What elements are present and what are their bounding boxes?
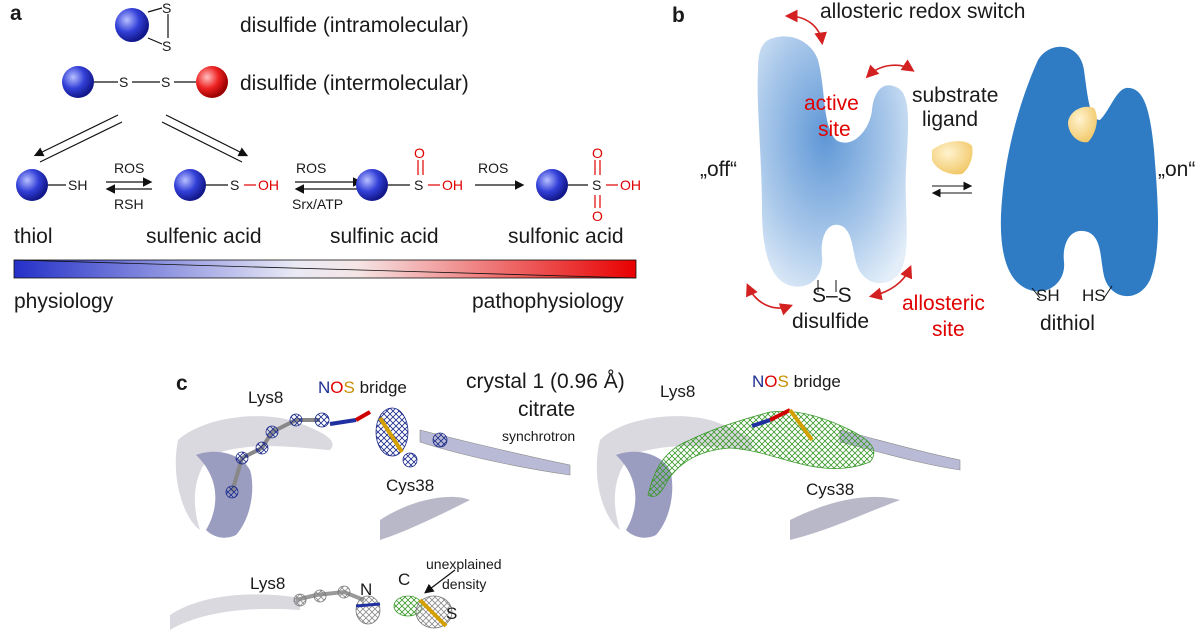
sulfonic-o-bottom: O (592, 208, 603, 224)
label-unexplained: unexplained (426, 556, 502, 572)
label-cys38-left: Cys38 (386, 476, 435, 495)
sulfonic-sphere (536, 169, 568, 201)
label-active: active (804, 92, 859, 115)
intra-s-bottom: S (162, 38, 172, 54)
label-citrate: citrate (518, 398, 576, 421)
ligand-free (932, 141, 973, 175)
label-sh: SH (1036, 286, 1060, 305)
protein-on-shape (1000, 46, 1158, 297)
ribbon-bottom (170, 594, 300, 630)
inter-sphere-blue (62, 66, 94, 98)
label-substrate: substrate (912, 84, 999, 107)
label-sulfonic-acid: sulfonic acid (508, 225, 624, 248)
intra-sphere (115, 8, 149, 42)
label-thiol: thiol (14, 225, 53, 248)
label-physiology: physiology (14, 290, 114, 313)
label-nos-bridge-left: NOS bridge (318, 378, 407, 397)
thiol-sphere (16, 169, 48, 201)
inter-s-2: S (161, 74, 171, 90)
label-sulfinic-acid: sulfinic acid (330, 225, 439, 248)
sulfenic-sphere (174, 169, 206, 201)
label-allosteric-redox-switch: allosteric redox switch (820, 0, 1026, 23)
sulfenic-s: S (230, 177, 240, 193)
sulfinic-o: O (414, 145, 425, 161)
panel-label-b: b (672, 4, 685, 27)
sulfenic-oh: OH (258, 177, 279, 193)
sulfinic-s: S (414, 177, 424, 193)
sulfinic-oh: OH (442, 177, 463, 193)
panel-label-a: a (10, 2, 22, 25)
label-n-bottom: N (360, 580, 373, 599)
label-cys38-right: Cys38 (806, 480, 855, 499)
label-off: „off“ (700, 158, 737, 181)
label-disulfide: disulfide (792, 310, 870, 333)
label-allosteric: allosteric (902, 292, 985, 315)
arrow-label-ros-2: ROS (296, 160, 327, 176)
ribbon-left-3 (380, 496, 470, 540)
label-crystal: crystal 1 (0.96 Å) (466, 370, 625, 393)
label-synchrotron: synchrotron (502, 428, 576, 444)
label-pathophysiology: pathophysiology (472, 290, 624, 313)
arrow-label-srx-atp: Srx/ATP (292, 196, 344, 212)
label-sulfenic-acid: sulfenic acid (146, 225, 262, 248)
label-disulfide-inter: disulfide (intermolecular) (240, 72, 469, 95)
label-lys8-bottom: Lys8 (250, 574, 286, 593)
panel-label-c: c (176, 372, 188, 395)
thiol-sh: SH (68, 177, 88, 193)
ligand-bound (1068, 106, 1097, 143)
inter-s-1: S (119, 74, 129, 90)
density-mesh-green (647, 410, 875, 497)
arrow-label-ros-3: ROS (478, 160, 509, 176)
arrow-label-ros-1: ROS (114, 160, 145, 176)
backbone-left (419, 429, 571, 476)
density-blob-left (375, 407, 409, 457)
sulfonic-s: S (592, 177, 602, 193)
label-on: „on“ (1158, 158, 1196, 181)
label-disulfide-intra: disulfide (intramolecular) (240, 14, 469, 37)
intra-s-top: S (162, 0, 172, 16)
sulfinic-sphere (356, 169, 388, 201)
label-allosteric-site: site (932, 318, 965, 341)
ribbon-right-3 (790, 496, 900, 540)
arrow-label-rsh: RSH (114, 196, 144, 212)
inter-sphere-red (196, 66, 228, 98)
label-lys8-left: Lys8 (248, 388, 284, 407)
label-dithiol: dithiol (1040, 312, 1095, 335)
protein-off-shape (757, 36, 909, 287)
label-ligand: ligand (922, 108, 979, 131)
label-s-bottom: S (446, 604, 458, 623)
sulfonic-oh: OH (620, 177, 641, 193)
label-lys8-right: Lys8 (660, 382, 696, 401)
label-c-bottom: C (398, 570, 411, 589)
label-hs: HS (1082, 286, 1106, 305)
label-density: density (442, 576, 487, 592)
label-ss: S–S (812, 284, 852, 307)
label-active-site: site (818, 118, 851, 141)
ribbon-left-1 (175, 416, 333, 530)
label-nos-bridge-right: NOS bridge (752, 372, 841, 391)
sulfonic-o-top: O (592, 145, 603, 161)
ribbon-left-2 (196, 451, 253, 538)
